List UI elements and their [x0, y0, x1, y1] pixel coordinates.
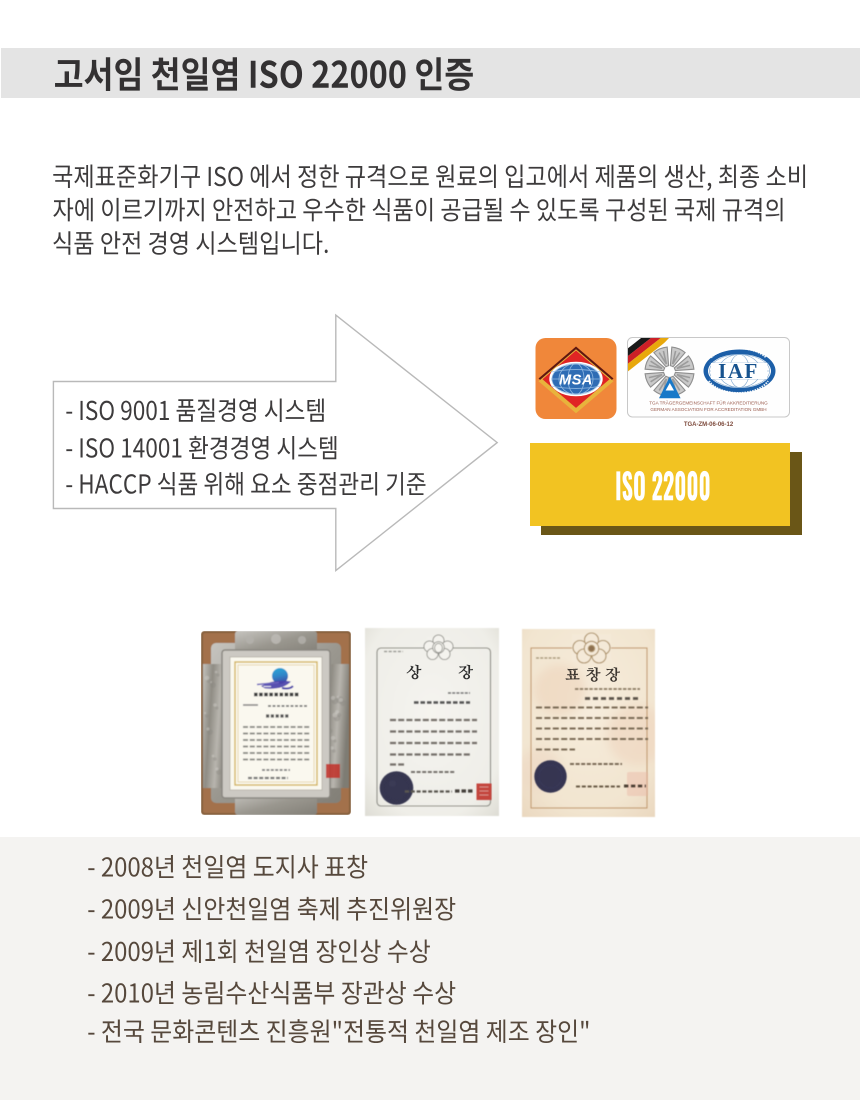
svg-text:MSA: MSA — [559, 373, 593, 389]
svg-text:TGA-ZM-06-06-12: TGA-ZM-06-06-12 — [684, 422, 734, 428]
svg-text:TGA TRÄGERGEMEINSCHAFT FÜR AKK: TGA TRÄGERGEMEINSCHAFT FÜR AKKREDITIERUN… — [649, 400, 768, 406]
svg-text:IAF: IAF — [718, 359, 759, 383]
svg-text:GERMAN ASSOCIATION FOR ACCREDI: GERMAN ASSOCIATION FOR ACCREDITATION GMB… — [650, 407, 766, 412]
